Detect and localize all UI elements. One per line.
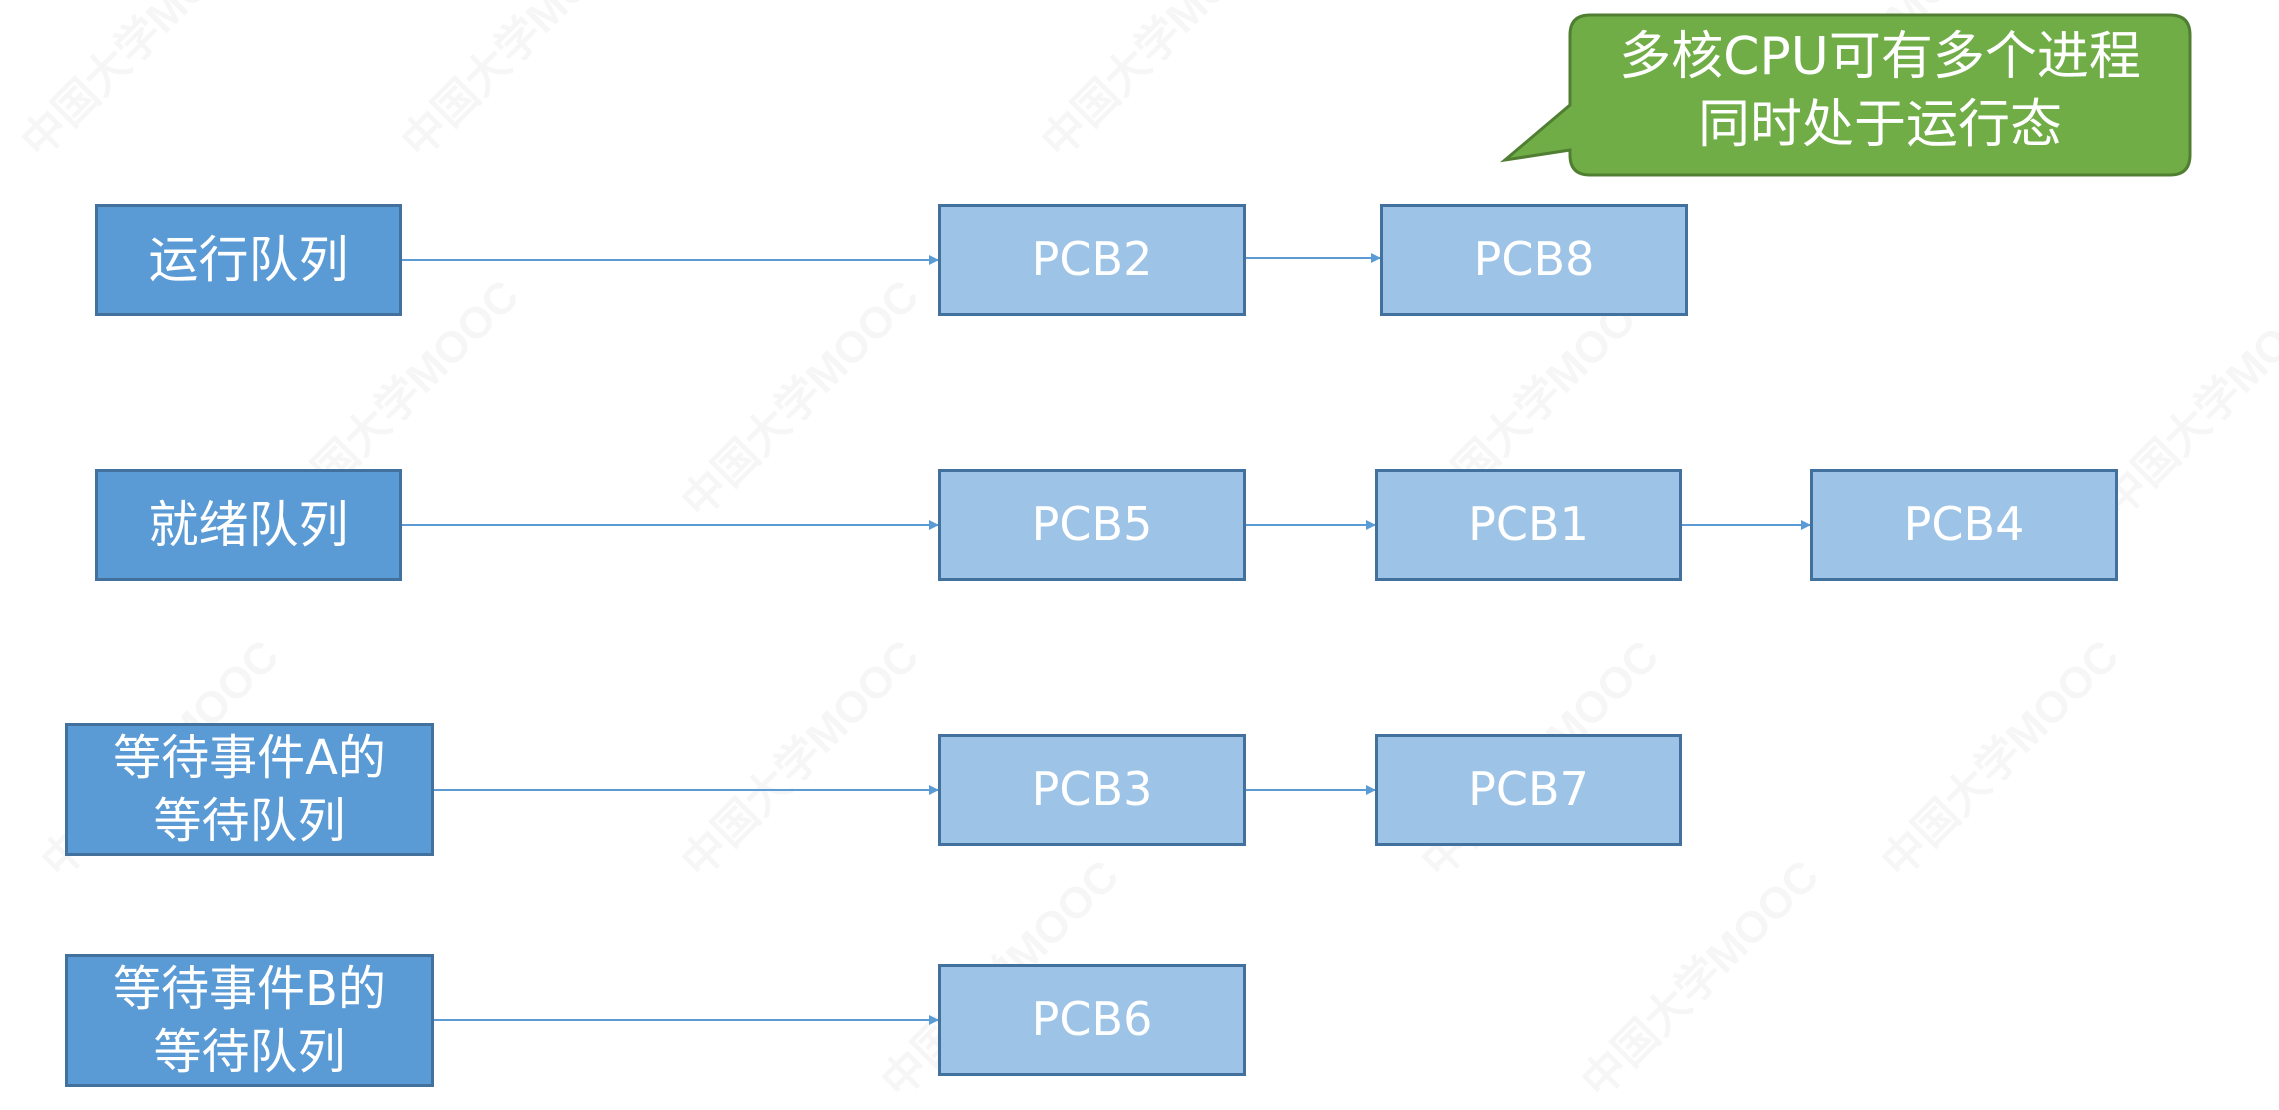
pcb-box: PCB7	[1375, 734, 1682, 846]
pcb-label: PCB7	[1468, 762, 1589, 817]
pcb-box: PCB1	[1375, 469, 1682, 581]
queue-wait-b-line2: 等待队列	[153, 1023, 346, 1080]
callout-line-2: 同时处于运行态	[1697, 94, 2062, 155]
queue-wait-a: 等待事件A的 等待队列	[65, 723, 434, 856]
pcb-label: PCB5	[1031, 497, 1153, 552]
pcb-box: PCB3	[938, 734, 1246, 846]
queue-running-label: 运行队列	[148, 231, 349, 289]
pcb-label: PCB1	[1468, 497, 1589, 552]
queue-wait-b-line1: 等待事件B的	[113, 961, 386, 1018]
queue-ready: 就绪队列	[95, 469, 402, 581]
queue-wait-a-line1: 等待事件A的	[113, 730, 386, 787]
callout-text: 多核CPU可有多个进程 同时处于运行态	[1580, 24, 2180, 159]
pcb-box: PCB6	[938, 964, 1246, 1076]
pcb-box: PCB8	[1380, 204, 1688, 316]
pcb-box: PCB2	[938, 204, 1246, 316]
queue-running: 运行队列	[95, 204, 402, 316]
callout-line-1: 多核CPU可有多个进程	[1619, 27, 2141, 87]
pcb-label: PCB8	[1473, 232, 1595, 287]
queue-wait-b: 等待事件B的 等待队列	[65, 954, 434, 1087]
queue-ready-label: 就绪队列	[148, 496, 349, 554]
pcb-label: PCB4	[1903, 497, 2025, 552]
pcb-label: PCB2	[1031, 232, 1153, 287]
pcb-label: PCB6	[1031, 992, 1153, 1047]
pcb-label: PCB3	[1031, 762, 1153, 817]
pcb-box: PCB5	[938, 469, 1246, 581]
pcb-box: PCB4	[1810, 469, 2118, 581]
queue-wait-a-line2: 等待队列	[153, 792, 346, 849]
